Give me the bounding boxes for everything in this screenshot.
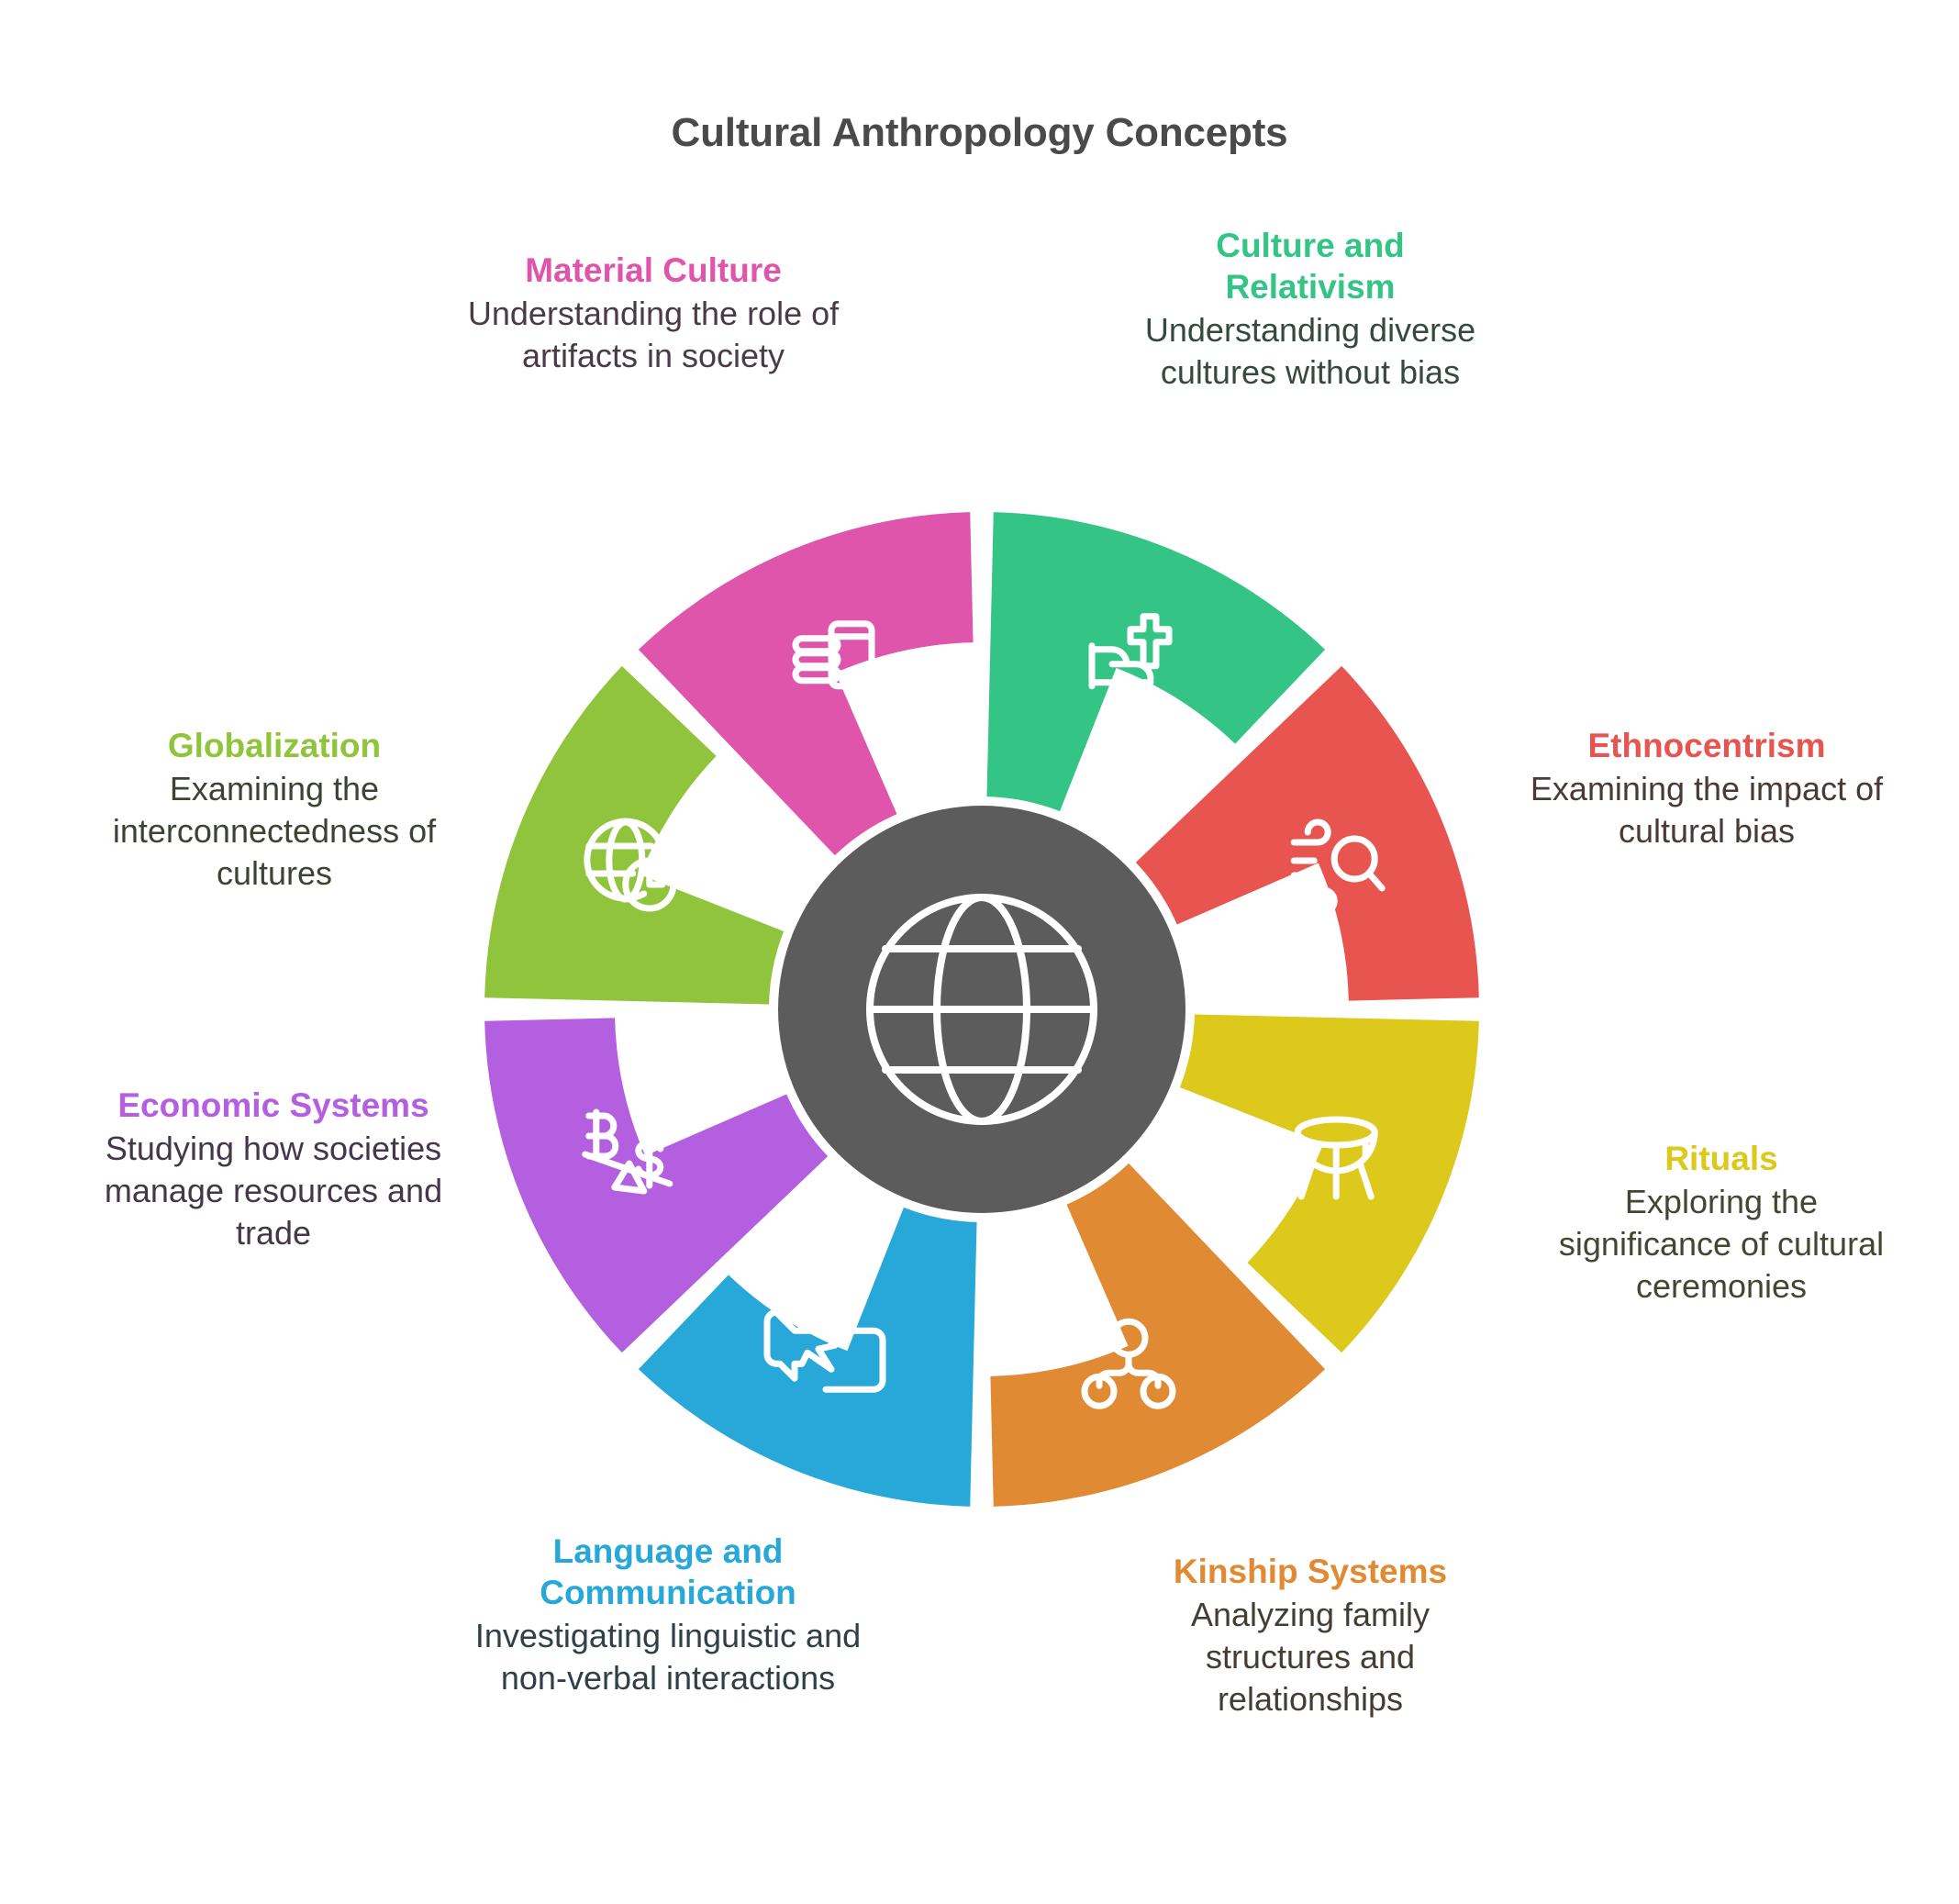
label-desc-material-culture: Understanding the role of artifacts in s…	[467, 295, 840, 375]
magnifier-wind-icon	[1288, 818, 1386, 916]
drum-icon	[1294, 1116, 1378, 1200]
currency-balance-icon	[582, 1108, 673, 1195]
wheel-segment-globalization[interactable]	[484, 665, 785, 1005]
family-tree-icon	[1081, 1318, 1176, 1409]
label-language-communication: Language and Communication Investigating…	[455, 1531, 881, 1699]
wheel-segment-rituals[interactable]	[1179, 1014, 1479, 1353]
label-desc-ethnocentrism: Examining the impact of cultural bias	[1530, 770, 1884, 851]
label-title-rituals: Rituals	[1664, 1140, 1778, 1177]
label-title-globalization: Globalization	[167, 727, 382, 764]
praying-hands-cross-icon	[1088, 613, 1173, 690]
label-title-economic-systems: Economic Systems	[117, 1086, 429, 1124]
label-globalization: Globalization Examining the interconnect…	[53, 725, 495, 895]
label-title-material-culture: Material Culture	[525, 251, 782, 289]
page-title: Cultural Anthropology Concepts	[671, 110, 1288, 155]
label-desc-economic-systems: Studying how societies manage resources …	[104, 1130, 443, 1253]
wheel-icons	[582, 613, 1386, 1409]
label-title-language-communication: Language and Communication	[540, 1532, 796, 1612]
globe-clock-icon	[584, 818, 677, 912]
label-desc-rituals: Exploring the significance of cultural c…	[1558, 1183, 1885, 1306]
label-culture-relativism: Culture and Relativism Understanding div…	[1127, 225, 1494, 394]
label-kinship-systems: Kinship Systems Analyzing family structu…	[1118, 1551, 1503, 1720]
folded-textiles-icon	[792, 620, 875, 690]
label-title-ethnocentrism: Ethnocentrism	[1587, 727, 1826, 764]
wheel-segment-economic-systems[interactable]	[484, 1018, 829, 1353]
label-desc-language-communication: Investigating linguistic and non-verbal …	[474, 1617, 862, 1698]
label-desc-culture-relativism: Understanding diverse cultures without b…	[1144, 311, 1476, 392]
label-rituals: Rituals Exploring the significance of cu…	[1542, 1138, 1901, 1308]
label-title-culture-relativism: Culture and Relativism	[1216, 227, 1405, 306]
wheel-segment-kinship-systems[interactable]	[990, 1163, 1326, 1507]
label-ethnocentrism: Ethnocentrism Examining the impact of cu…	[1512, 725, 1901, 852]
speech-bubbles-icon	[763, 1308, 886, 1393]
label-desc-kinship-systems: Analyzing family structures and relation…	[1190, 1596, 1430, 1719]
label-desc-globalization: Examining the interconnectedness of cult…	[112, 770, 437, 893]
label-title-kinship-systems: Kinship Systems	[1173, 1553, 1448, 1590]
label-economic-systems: Economic Systems Studying how societies …	[72, 1085, 475, 1254]
label-material-culture: Material Culture Understanding the role …	[439, 250, 868, 377]
center-hub	[778, 806, 1185, 1213]
concept-wheel	[484, 512, 1479, 1507]
globe-icon	[866, 894, 1097, 1125]
